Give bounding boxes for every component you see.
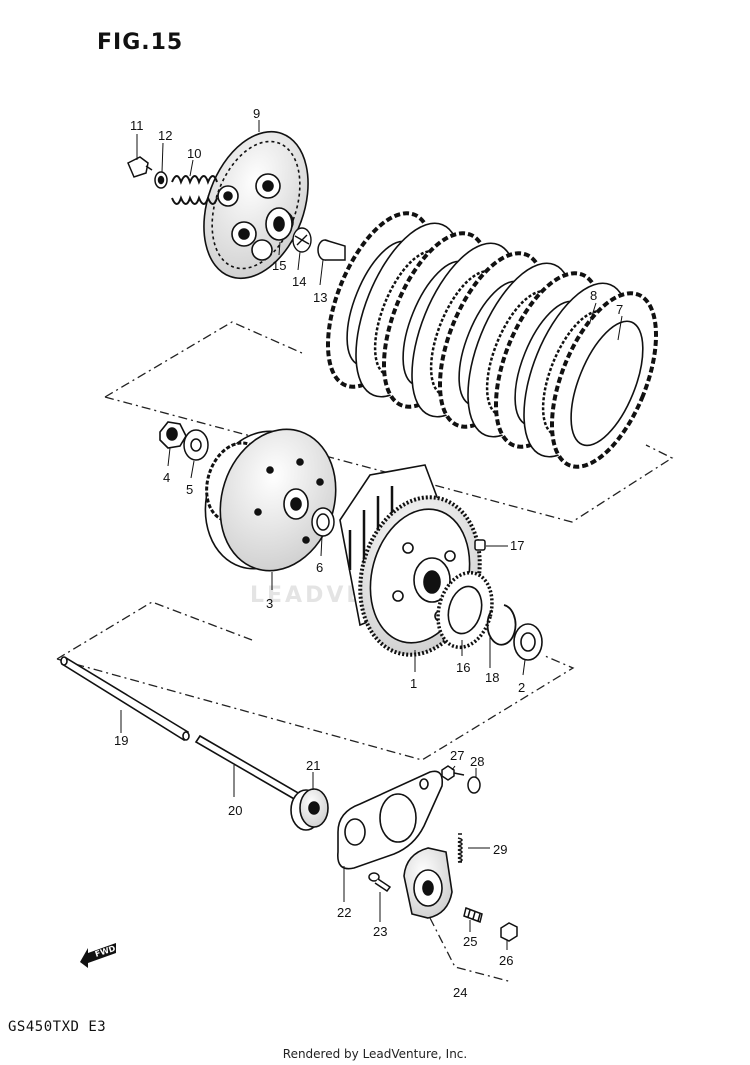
callout-2: 2 bbox=[518, 680, 525, 695]
callout-11: 11 bbox=[130, 118, 144, 133]
washer-28 bbox=[467, 776, 481, 794]
lock-washer-5 bbox=[183, 429, 209, 461]
leader-lines bbox=[120, 120, 623, 950]
callout-22: 22 bbox=[337, 905, 351, 920]
callout-13: 13 bbox=[313, 290, 327, 305]
spring-10 bbox=[171, 175, 218, 205]
bolt-27 bbox=[441, 765, 465, 781]
callout-9: 9 bbox=[253, 106, 260, 121]
callout-27: 27 bbox=[450, 748, 464, 763]
clutch-plate-stack bbox=[325, 211, 659, 469]
bearing-15 bbox=[265, 207, 293, 241]
callout-21: 21 bbox=[306, 758, 320, 773]
lock-nut-26 bbox=[500, 922, 518, 942]
callout-15: 15 bbox=[272, 258, 286, 273]
callout-14: 14 bbox=[292, 274, 306, 289]
clutch-sleeve-hub bbox=[204, 428, 337, 572]
callout-6: 6 bbox=[316, 560, 323, 575]
callout-7: 7 bbox=[616, 302, 623, 317]
model-code: GS450TXD E3 bbox=[8, 1019, 107, 1035]
callout-16: 16 bbox=[456, 660, 470, 675]
washer-6 bbox=[311, 507, 335, 537]
gasket-22 bbox=[337, 770, 444, 870]
pushrod-piece-13 bbox=[317, 239, 346, 261]
callout-5: 5 bbox=[186, 482, 193, 497]
screw-23 bbox=[368, 872, 392, 893]
nut-4 bbox=[159, 421, 187, 449]
oil-seal-21 bbox=[290, 788, 329, 831]
callout-4: 4 bbox=[163, 470, 170, 485]
forward-arrow-icon: FWD bbox=[80, 943, 117, 968]
callout-1: 1 bbox=[410, 676, 417, 691]
callout-24: 24 bbox=[453, 985, 467, 1000]
callout-8: 8 bbox=[590, 288, 597, 303]
adjusting-screw-25 bbox=[463, 907, 483, 923]
oil-pump-drive-gear-16 bbox=[436, 570, 494, 650]
callout-3: 3 bbox=[266, 596, 273, 611]
pin-17 bbox=[474, 539, 486, 551]
callout-19: 19 bbox=[114, 733, 128, 748]
callout-23: 23 bbox=[373, 924, 387, 939]
circlip-18 bbox=[486, 604, 517, 646]
render-credit: Rendered by LeadVenture, Inc. bbox=[282, 1047, 468, 1061]
callout-20: 20 bbox=[228, 803, 242, 818]
washer-12 bbox=[154, 171, 168, 189]
callout-28: 28 bbox=[470, 754, 484, 769]
thrust-washer-2 bbox=[513, 623, 543, 661]
bolt-11 bbox=[127, 156, 153, 178]
figure-title: FIG.15 bbox=[97, 30, 184, 55]
drive-plate bbox=[549, 291, 659, 469]
callout-18: 18 bbox=[485, 670, 499, 685]
clutch-release-assembly-24 bbox=[403, 847, 453, 919]
callout-12: 12 bbox=[158, 128, 172, 143]
callout-29: 29 bbox=[493, 842, 507, 857]
callout-10: 10 bbox=[187, 146, 201, 161]
assembly-boundary-lines bbox=[56, 321, 674, 983]
push-rod-19 bbox=[60, 656, 190, 742]
return-spring-29 bbox=[457, 833, 463, 863]
callout-17: 17 bbox=[510, 538, 524, 553]
push-rod-20 bbox=[194, 734, 302, 802]
washer-14 bbox=[292, 227, 312, 253]
callout-25: 25 bbox=[463, 934, 477, 949]
callout-26: 26 bbox=[499, 953, 513, 968]
pressure-plate bbox=[203, 130, 309, 280]
